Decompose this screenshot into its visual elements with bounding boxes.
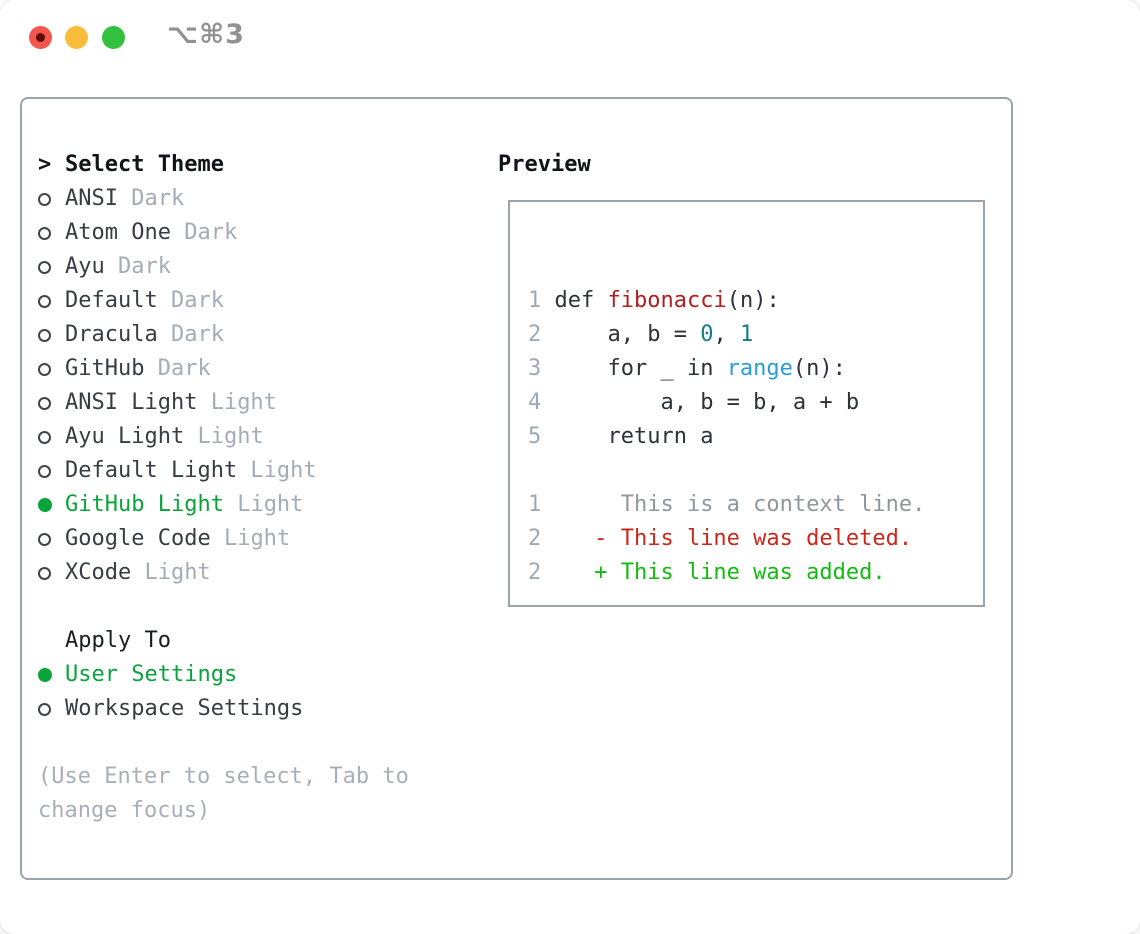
diff-line-deleted: 2 - This line was deleted.	[528, 526, 913, 551]
theme-item-label: Dracula	[65, 322, 158, 347]
radio-unselected-icon	[38, 328, 65, 342]
theme-variant-badge: Dark	[157, 288, 224, 313]
theme-item-github-dark[interactable]: GitHub Dark	[38, 352, 409, 386]
theme-variant-badge: Dark	[157, 322, 224, 347]
diff-preview: 1 This is a context line. 2 - This line w…	[528, 488, 983, 590]
line-number: 1	[528, 288, 555, 313]
line-number: 2	[528, 322, 555, 347]
line-number: 1	[528, 492, 542, 517]
prompt-icon: >	[38, 152, 52, 177]
theme-variant-badge: Light	[210, 526, 291, 551]
theme-variant-badge: Dark	[104, 254, 171, 279]
theme-item-ansi-light-light[interactable]: ANSI Light Light	[38, 386, 409, 420]
code-line: 1 def fibonacci(n):	[528, 288, 780, 313]
select-theme-heading-label: Select Theme	[65, 152, 224, 177]
code-preview: 1 def fibonacci(n): 2 a, b = 0, 1 3 for _ …	[528, 284, 983, 454]
radio-unselected-icon	[38, 566, 65, 580]
radio-unselected-icon	[38, 192, 65, 206]
theme-item-label: Atom One	[65, 220, 171, 245]
theme-item-label: GitHub	[65, 356, 145, 381]
radio-selected-icon	[38, 498, 65, 512]
preview-pane: 1 def fibonacci(n): 2 a, b = 0, 1 3 for _ …	[510, 202, 983, 590]
radio-unselected-icon	[38, 260, 65, 274]
titlebar: ⌥⌘3	[0, 0, 1140, 75]
theme-item-github-light-light[interactable]: GitHub Light Light	[38, 488, 409, 522]
theme-item-label: Default	[65, 288, 158, 313]
radio-unselected-icon	[38, 362, 65, 376]
line-number: 2	[528, 526, 542, 551]
select-theme-heading: > Select Theme	[38, 148, 409, 182]
line-number: 5	[528, 424, 555, 449]
blank-line	[528, 250, 983, 284]
radio-unselected-icon	[38, 532, 65, 546]
theme-item-label: Default Light	[65, 458, 238, 483]
diff-line-added: 2 + This line was added.	[528, 560, 886, 585]
code-line: 3 for _ in range(n):	[528, 356, 846, 381]
preview-box: 1 def fibonacci(n): 2 a, b = 0, 1 3 for _ …	[508, 200, 985, 607]
theme-item-ayu-light-light[interactable]: Ayu Light Light	[38, 420, 409, 454]
line-number: 4	[528, 390, 555, 415]
radio-unselected-icon	[38, 294, 65, 308]
theme-item-label: ANSI	[65, 186, 118, 211]
theme-item-ayu-dark[interactable]: Ayu Dark	[38, 250, 409, 284]
spacer-row	[38, 726, 409, 760]
radio-unselected-icon	[38, 226, 65, 240]
theme-variant-badge: Dark	[144, 356, 211, 381]
radio-unselected-icon	[38, 430, 65, 444]
preview-heading: Preview	[498, 152, 591, 177]
code-line: 5 return a	[528, 424, 714, 449]
apply-to-heading: Apply To	[38, 624, 409, 658]
theme-item-label: Ayu Light	[65, 424, 185, 449]
radio-unselected-icon	[38, 702, 65, 716]
code-line: 4 a, b = b, a + b	[528, 390, 860, 415]
line-number: 3	[528, 356, 555, 381]
theme-variant-badge: Light	[131, 560, 211, 585]
theme-variant-badge: Dark	[170, 220, 238, 245]
theme-variant-badge: Light	[184, 424, 264, 449]
window-title: ⌥⌘3	[167, 19, 245, 50]
theme-item-ansi-dark[interactable]: ANSI Dark	[38, 182, 409, 216]
theme-variant-badge: Light	[223, 492, 304, 517]
apply-to-heading-label: Apply To	[65, 628, 171, 653]
theme-item-default-light-light[interactable]: Default Light Light	[38, 454, 409, 488]
theme-item-google-code-light[interactable]: Google Code Light	[38, 522, 409, 556]
apply-option-user-settings[interactable]: User Settings	[38, 658, 409, 692]
theme-item-default-dark[interactable]: Default Dark	[38, 284, 409, 318]
theme-item-label: GitHub Light	[65, 492, 224, 517]
apply-option-label: User Settings	[65, 662, 238, 687]
minimize-button[interactable]	[65, 26, 88, 49]
help-text-line-1: (Use Enter to select, Tab to	[38, 764, 409, 789]
close-button-dot-icon	[36, 33, 45, 42]
theme-item-label: Ayu	[65, 254, 105, 279]
theme-item-label: ANSI Light	[65, 390, 198, 415]
theme-item-label: XCode	[65, 560, 132, 585]
radio-unselected-icon	[38, 396, 65, 410]
radio-selected-icon	[38, 668, 65, 682]
line-number: 2	[528, 560, 542, 585]
theme-variant-badge: Dark	[117, 186, 185, 211]
theme-variant-badge: Light	[197, 390, 277, 415]
theme-variant-badge: Light	[237, 458, 317, 483]
theme-item-dracula-dark[interactable]: Dracula Dark	[38, 318, 409, 352]
spacer-row	[38, 590, 409, 624]
theme-item-label: Google Code	[65, 526, 211, 551]
diff-line-context: 1 This is a context line.	[528, 492, 926, 517]
theme-item-xcode-light[interactable]: XCode Light	[38, 556, 409, 590]
code-line: 2 a, b = 0, 1	[528, 322, 754, 347]
close-button[interactable]	[29, 26, 52, 49]
radio-unselected-icon	[38, 464, 65, 478]
apply-option-label: Workspace Settings	[65, 696, 304, 721]
help-text-line-2: change focus)	[38, 798, 211, 823]
apply-option-workspace-settings[interactable]: Workspace Settings	[38, 692, 409, 726]
blank-line	[528, 454, 983, 488]
zoom-button[interactable]	[102, 26, 125, 49]
theme-item-atom-one-dark[interactable]: Atom One Dark	[38, 216, 409, 250]
